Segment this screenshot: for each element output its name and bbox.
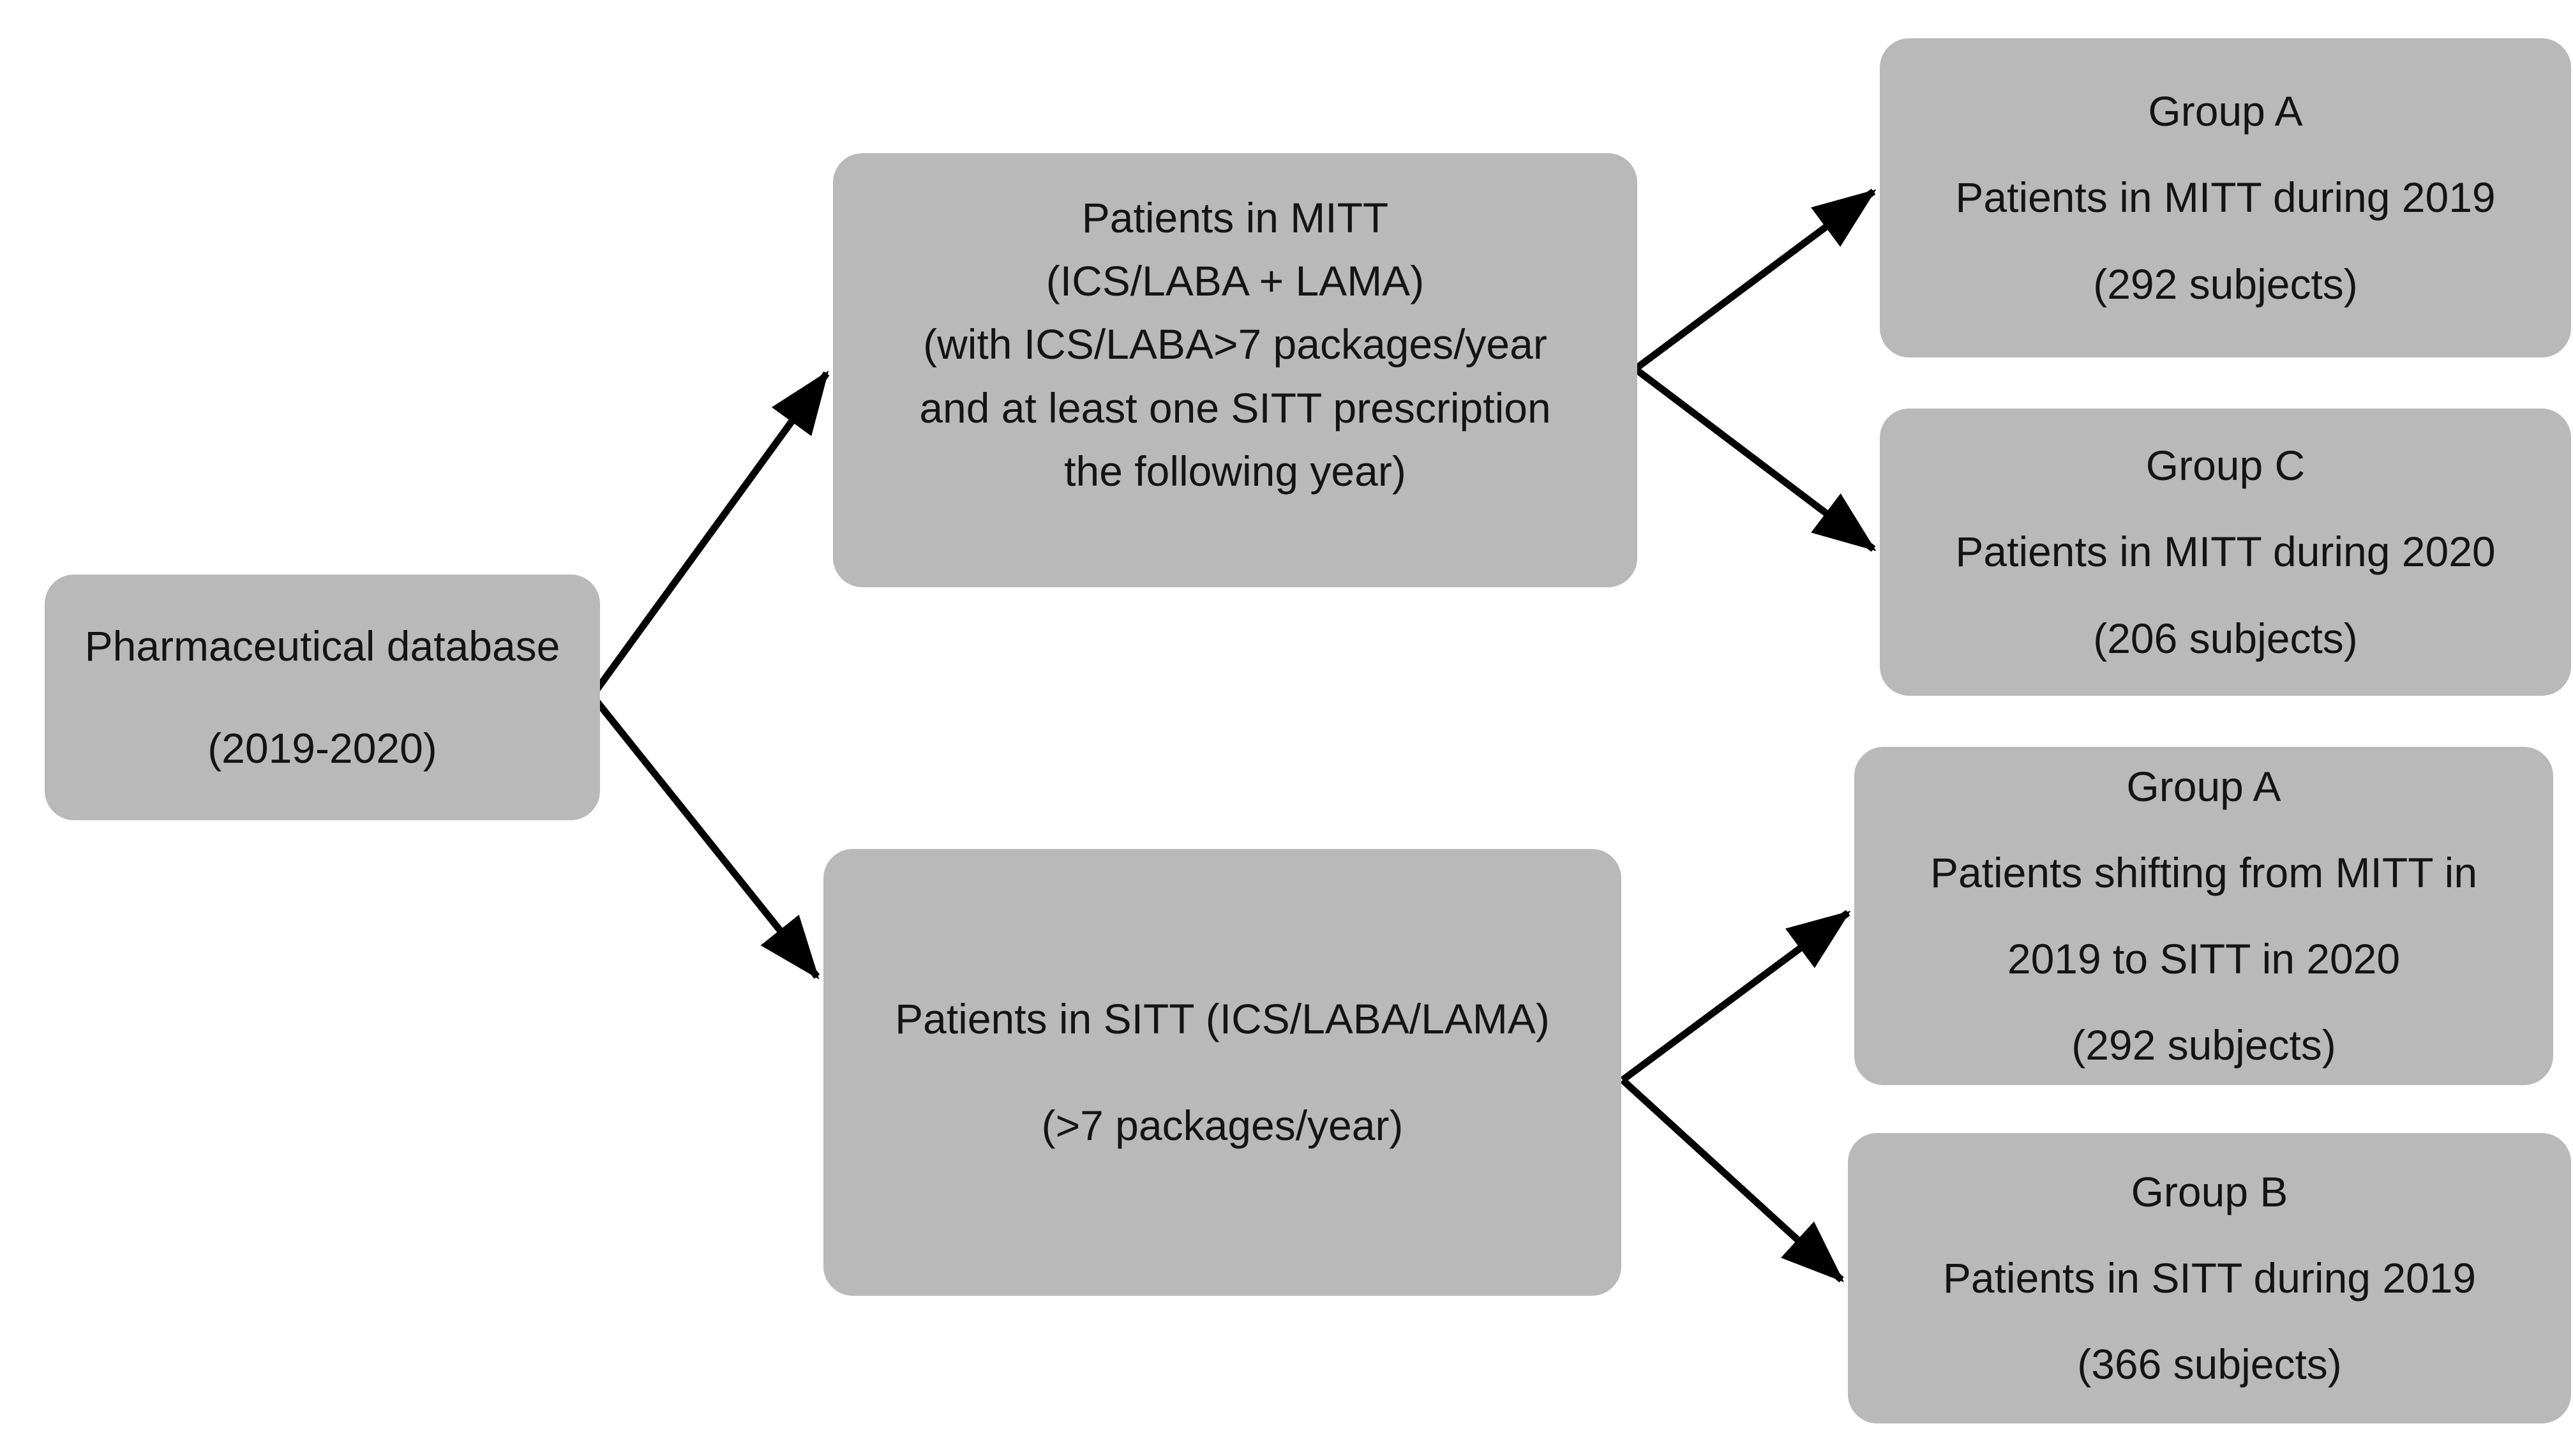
mitt-title: Patients in MITT	[1081, 194, 1389, 242]
box-patients-in-mitt: Patients in MITT (ICS/LABA + LAMA) (with…	[833, 153, 1637, 587]
arrow-mitt-to-group-a	[1633, 188, 1877, 372]
box-group-c-mitt-2020: Group C Patients in MITT during 2020 (20…	[1880, 409, 2571, 696]
box-patients-in-sitt: Patients in SITT (ICS/LABA/LAMA) (>7 pac…	[823, 849, 1621, 1296]
database-title: Pharmaceutical database	[84, 622, 560, 670]
arrow-sitt-to-group-b	[1620, 1077, 1845, 1283]
mitt-therapy: (ICS/LABA + LAMA)	[1046, 257, 1425, 305]
arrow-database-to-mitt	[589, 370, 830, 698]
group-a2-desc-line2: 2019 to SITT in 2020	[2007, 935, 2401, 982]
box-group-b-sitt-2019: Group B Patients in SITT during 2019 (36…	[1848, 1133, 2571, 1423]
group-a2-title: Group A	[2126, 762, 2281, 810]
group-b-count: (366 subjects)	[2077, 1340, 2342, 1388]
group-a1-title: Group A	[2148, 87, 2303, 135]
box-pharmaceutical-database: Pharmaceutical database (2019-2020)	[45, 574, 600, 820]
database-years: (2019-2020)	[207, 724, 437, 772]
group-a1-count: (292 subjects)	[2093, 260, 2358, 308]
mitt-criteria-line3: the following year)	[1064, 447, 1406, 495]
box-group-a-mitt-2019: Group A Patients in MITT during 2019 (29…	[1880, 38, 2571, 357]
group-c-desc: Patients in MITT during 2020	[1955, 528, 2496, 576]
sitt-criteria: (>7 packages/year)	[1041, 1102, 1404, 1149]
group-c-title: Group C	[2145, 442, 2306, 490]
arrow-sitt-to-group-a-shift	[1620, 910, 1851, 1083]
group-b-title: Group B	[2131, 1167, 2288, 1215]
group-c-count: (206 subjects)	[2093, 614, 2358, 662]
arrow-database-to-sitt	[589, 693, 820, 980]
arrow-mitt-to-group-c	[1633, 366, 1877, 552]
group-a1-desc: Patients in MITT during 2019	[1955, 174, 2496, 221]
group-a2-count: (292 subjects)	[2071, 1021, 2336, 1069]
group-b-desc: Patients in SITT during 2019	[1942, 1254, 2477, 1302]
group-a2-desc-line1: Patients shifting from MITT in	[1930, 848, 2478, 896]
mitt-criteria-line1: (with ICS/LABA>7 packages/year	[923, 320, 1547, 368]
box-group-a-shift-to-sitt: Group A Patients shifting from MITT in 2…	[1854, 747, 2553, 1085]
sitt-title: Patients in SITT (ICS/LABA/LAMA)	[895, 994, 1550, 1042]
mitt-criteria-line2: and at least one SITT prescription	[919, 384, 1551, 432]
